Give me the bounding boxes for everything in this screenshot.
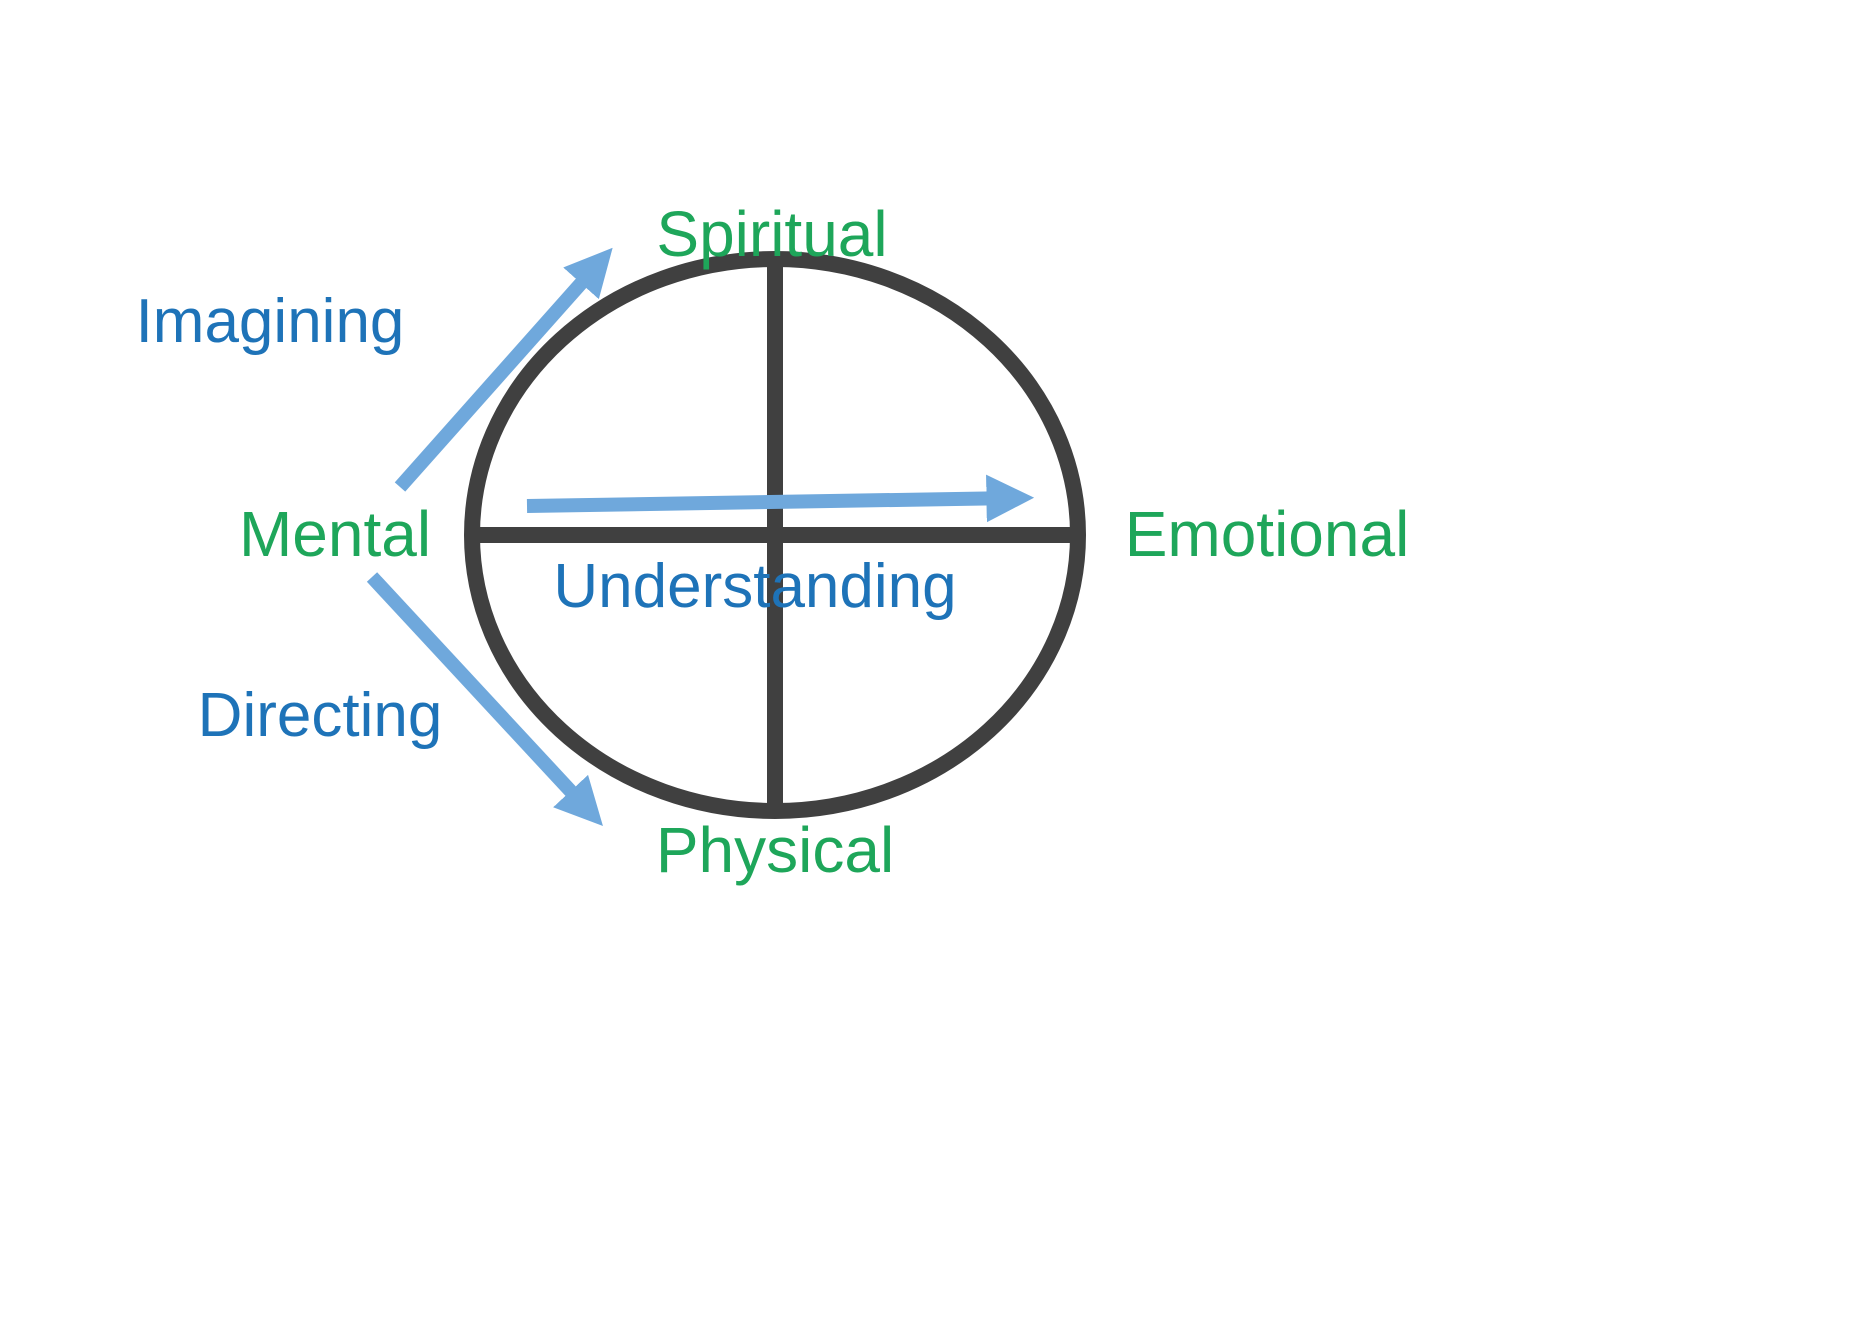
imagining-arrow [394, 247, 613, 492]
label-physical: Physical [656, 814, 894, 886]
label-emotional: Emotional [1125, 498, 1410, 570]
label-imagining: Imagining [136, 287, 405, 356]
directing-arrow [366, 572, 603, 826]
circle-outline [464, 251, 1086, 819]
label-understanding: Understanding [553, 552, 956, 621]
label-mental: Mental [239, 498, 431, 570]
understanding-arrow [526, 474, 1035, 523]
label-directing: Directing [198, 681, 443, 750]
label-spiritual: Spiritual [656, 198, 887, 270]
